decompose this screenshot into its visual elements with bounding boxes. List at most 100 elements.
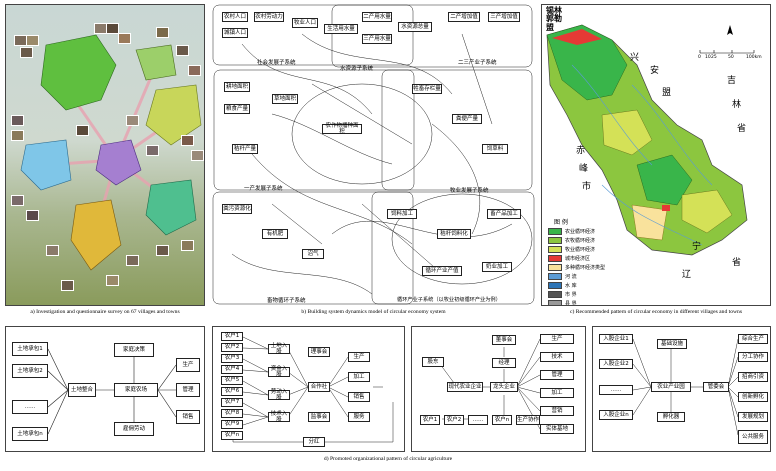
survey-photo (126, 255, 139, 266)
legend-label: 水 库 (565, 282, 577, 289)
farmer-box: 农户2 (444, 415, 464, 425)
scale-label: 100km (746, 55, 762, 60)
legend-swatch (548, 272, 562, 280)
function-box: 综合生产 (738, 334, 768, 344)
survey-photo (191, 150, 204, 161)
legend-label: 市 界 (565, 291, 577, 298)
legend-swatch (548, 299, 562, 305)
function-box: 加工 (540, 388, 574, 398)
board-box: 理事会 (308, 347, 330, 357)
map-region-label: 宁 (692, 242, 702, 252)
farmer-box: 农户7 (221, 398, 243, 407)
function-box: 招商引资 (738, 372, 768, 382)
sd-box: 循环产业产值 (422, 266, 462, 276)
function-box: 生产 (540, 334, 574, 344)
sd-model-links (212, 4, 535, 305)
cooperative-box: 合作社 (308, 382, 330, 392)
map-legend: 农业循环经济农牧循环经济牧业循环经济城市经济区多种循环经济类型河 流水 库市 界… (548, 227, 628, 306)
legend-item: 河 流 (548, 272, 628, 280)
board-of-directors-box: 董事会 (492, 335, 516, 345)
legend-swatch (548, 227, 562, 235)
scale-label: 10 (705, 55, 711, 60)
sd-box: 农村人口 (222, 12, 248, 22)
function-box: 创新孵化 (738, 392, 768, 402)
farmer-box: 农户9 (221, 420, 243, 429)
function-box: 加工 (348, 372, 370, 382)
survey-photo (188, 65, 201, 76)
map-region-label: 省 (732, 258, 742, 268)
survey-photo (61, 280, 74, 291)
sd-box: 粪污资源化 (222, 204, 252, 214)
subsystem-label-water: 水资源子系统 (340, 66, 374, 72)
survey-photo (156, 245, 169, 256)
legend-item: 县 界 (548, 299, 628, 306)
sd-box: 牲畜存栏量 (412, 84, 442, 94)
legend-swatch (548, 254, 562, 262)
sales-box: 销售 (176, 410, 200, 424)
farmer-box: 农户1 (420, 415, 440, 425)
legend-item: 牧业循环经济 (548, 245, 628, 253)
shareholder-box: 股东 (422, 357, 444, 367)
production-box: 生产 (176, 358, 200, 372)
map-region-label: 省 (737, 124, 747, 134)
sd-box: 水资源总量 (398, 22, 432, 32)
sd-box: 草地面积 (272, 94, 298, 104)
panel-a-survey (5, 4, 205, 306)
land-integration-box: 土地整合 (68, 383, 96, 397)
sd-box: 生活用水量 (324, 24, 358, 34)
legend-label: 河 流 (565, 273, 577, 280)
shareholder-firm-box: 入股企业n (599, 410, 633, 420)
sd-box: 饲料加工 (387, 209, 417, 219)
sd-box: 粪便产量 (452, 114, 482, 124)
map-region-label: 峰 (579, 164, 589, 174)
sd-box: 三产用水量 (362, 34, 392, 44)
survey-photo (26, 210, 39, 221)
caption-b: b) Building system dynamics model of cir… (301, 309, 446, 315)
legend-label: 农牧循环经济 (565, 237, 596, 244)
survey-photo (106, 275, 119, 286)
hired-labor-box: 雇佣劳动 (114, 422, 154, 436)
legend-label: 牧业循环经济 (565, 246, 596, 253)
legend-label: 多种循环经济类型 (565, 264, 606, 271)
farmer-box: 农户6 (221, 387, 243, 396)
panel-b-sd-model: 社会发展子系统 水资源子系统 二三产业子系统 一产发展子系统 牧业发展子系统 畜… (212, 4, 535, 306)
contract-box: 土地承包1 (12, 342, 48, 356)
legend-label: 县 界 (565, 300, 577, 306)
incubator-box: 孵化器 (657, 412, 685, 422)
farmer-box: 农户3 (221, 354, 243, 363)
sd-box: 城镇人口 (222, 28, 248, 38)
survey-photo (176, 45, 189, 56)
sd-box: 农村劳动力 (254, 12, 284, 22)
family-farm-box: 家庭农场 (114, 383, 158, 397)
sd-box: 畜产品加工 (487, 209, 521, 219)
function-box: 服务 (348, 412, 370, 422)
legend-item: 多种循环经济类型 (548, 263, 628, 271)
farmer-box: 农户4 (221, 365, 243, 374)
scale-label: 0 (698, 55, 701, 60)
sd-box: 农作物播种面积 (322, 123, 362, 135)
contract-box: …… (12, 400, 48, 414)
manager-box: 经理 (492, 358, 516, 368)
farmer-box: 农户2 (221, 343, 243, 352)
legend-swatch (548, 236, 562, 244)
sd-box: 三产增加值 (488, 12, 520, 22)
legend-item: 农业循环经济 (548, 227, 628, 235)
legend-item: 农牧循环经济 (548, 236, 628, 244)
sd-box: 二产用水量 (362, 12, 392, 22)
survey-photo (20, 47, 33, 58)
map-region-label: 兴 (630, 53, 640, 63)
function-box: 公共服务 (738, 430, 768, 444)
map-region-label: 市 (582, 182, 592, 192)
modern-enterprise-box: 现代农业企业 (447, 382, 483, 392)
function-box: 技术 (540, 352, 574, 362)
share-type-box: 劳动入股 (268, 389, 290, 401)
family-decision-box: 家庭决策 (114, 343, 154, 357)
function-box: 发展规划 (738, 412, 768, 422)
share-type-box: 土地入股 (268, 343, 290, 355)
sd-box: 沼气 (302, 249, 324, 259)
legend-swatch (548, 245, 562, 253)
function-box: 管理 (540, 370, 574, 380)
shareholder-firm-box: 入股企业1 (599, 334, 633, 344)
survey-photo (156, 27, 169, 38)
shareholder-firm-box: 入股企业2 (599, 359, 633, 369)
